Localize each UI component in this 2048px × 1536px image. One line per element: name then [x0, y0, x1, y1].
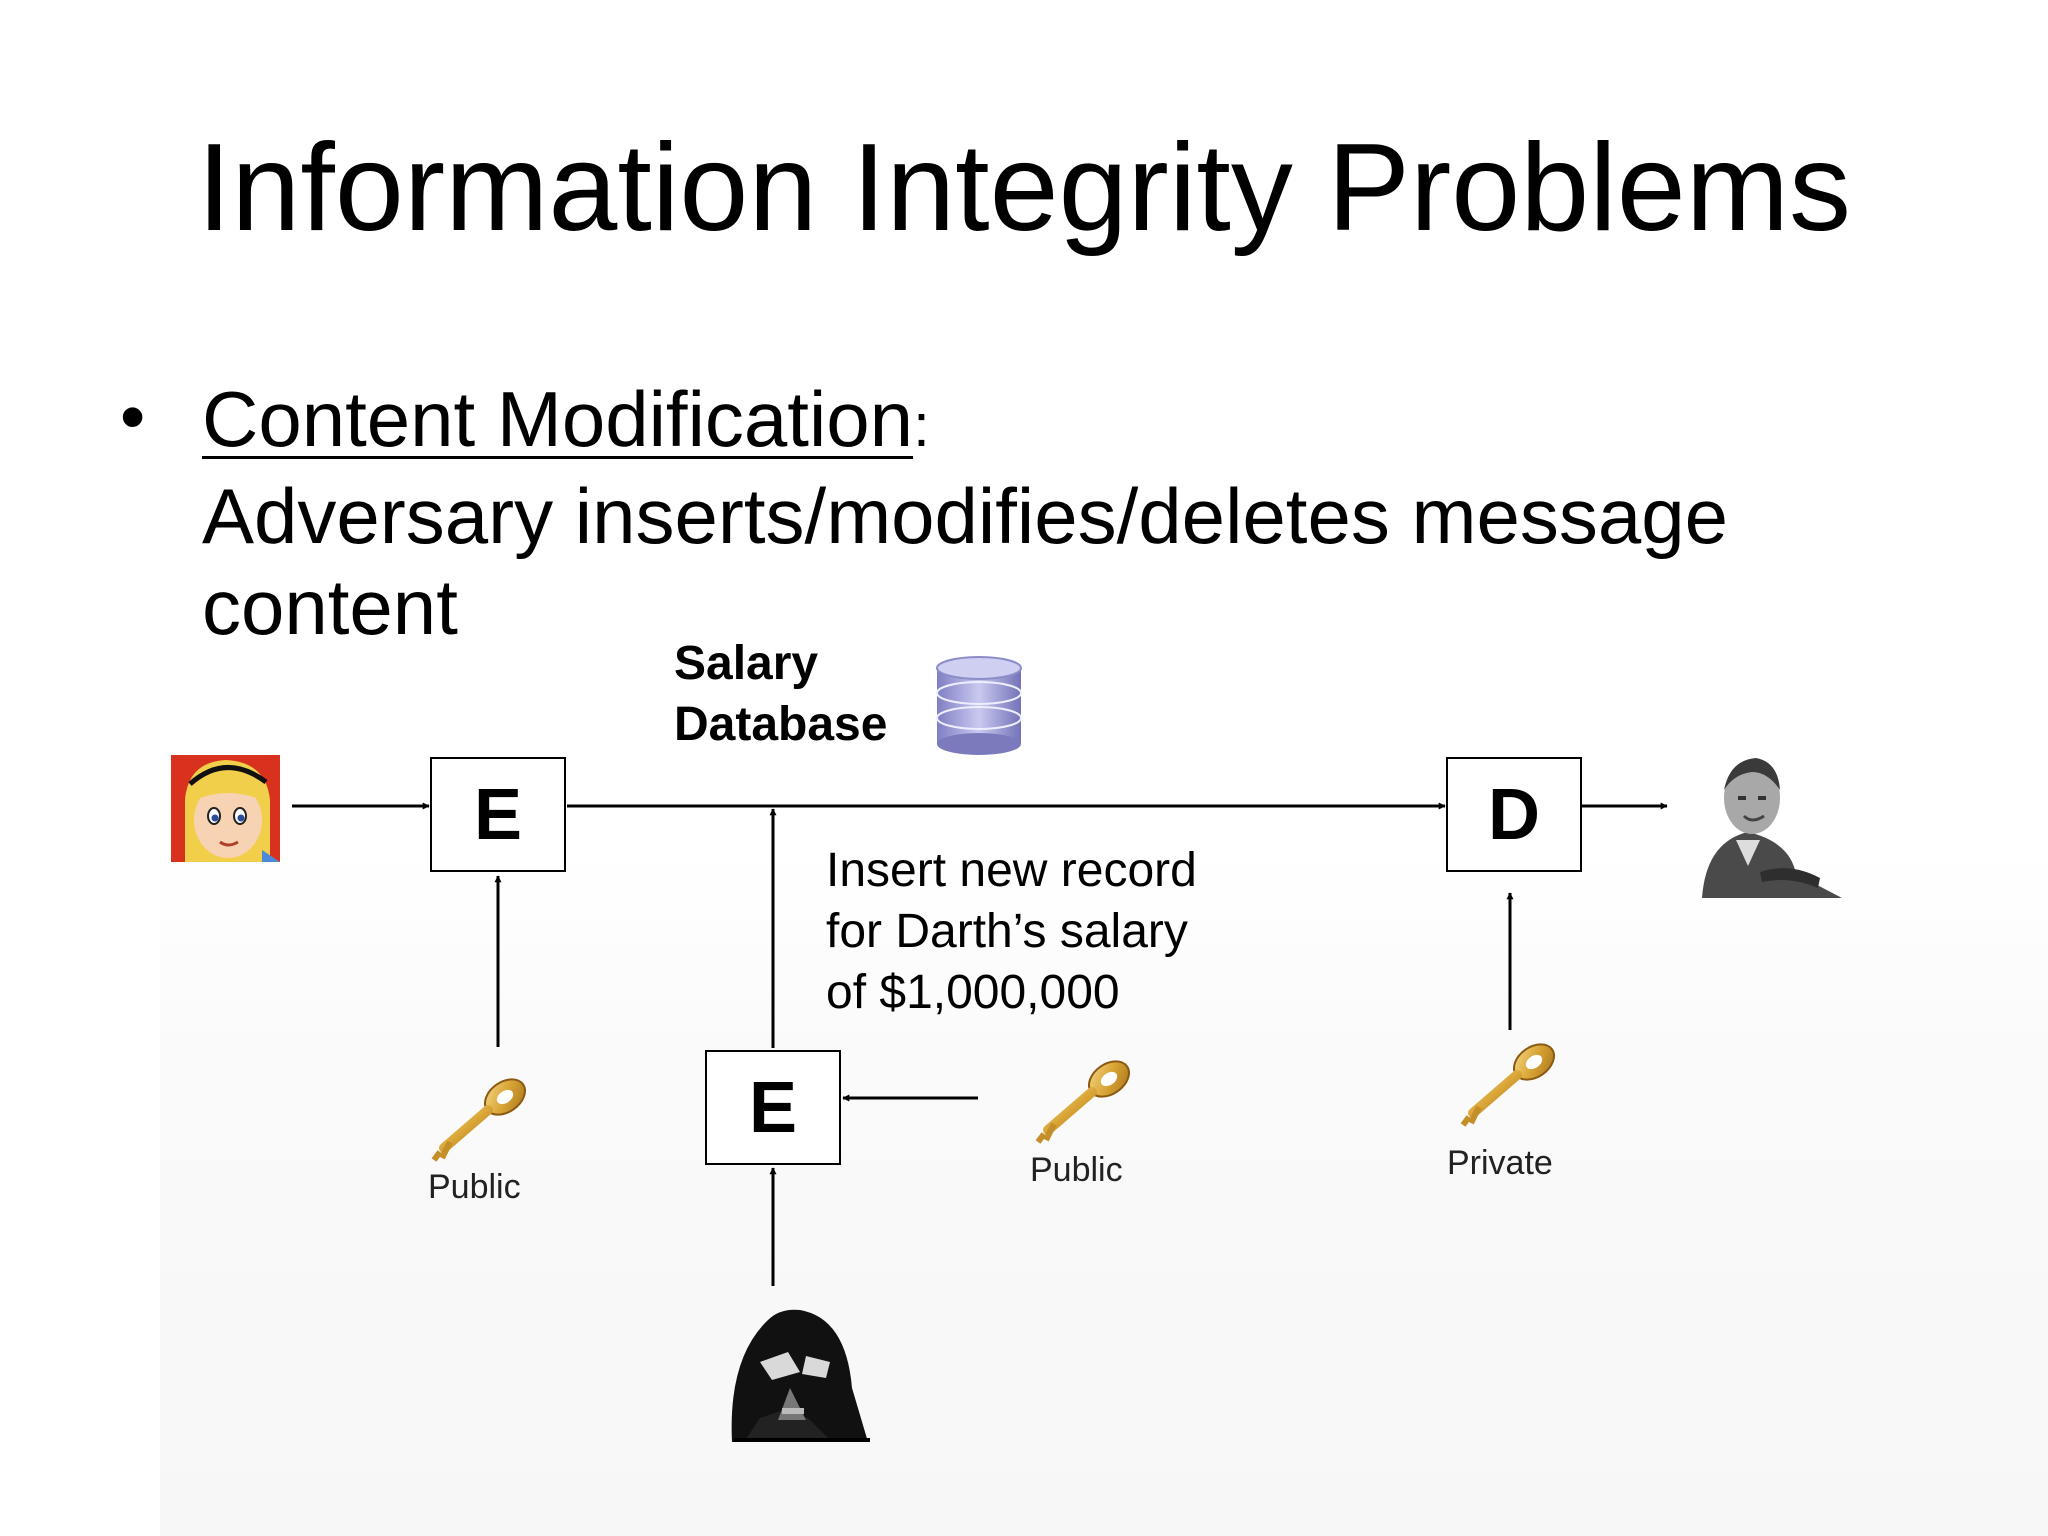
- diagram-background: [160, 850, 2048, 1536]
- key-label-right: Private: [1447, 1144, 1553, 1182]
- bullet-heading-line: Content Modification:: [202, 374, 1728, 471]
- man-portrait-icon: [1702, 758, 1842, 898]
- key-icon-middle: [1035, 1060, 1130, 1144]
- decrypt-box: D: [1446, 757, 1582, 872]
- key-icon-left: [431, 1078, 526, 1162]
- encrypt-box-bottom: E: [705, 1050, 841, 1165]
- bullet-line-1: Adversary inserts/modifies/deletes messa…: [202, 472, 1728, 560]
- bullet-marker: •: [120, 377, 146, 457]
- database-icon: [936, 656, 1022, 755]
- darth-vader-icon: [731, 1309, 870, 1442]
- key-label-left: Public: [428, 1168, 521, 1206]
- annotation-line-2: for Darth’s salary: [826, 905, 1188, 958]
- slide-title: Information Integrity Problems: [196, 119, 1852, 257]
- bullet-text: Content Modification: Adversary inserts/…: [202, 374, 1728, 653]
- injection-annotation: Insert new record for Darth’s salary of …: [826, 840, 1197, 1023]
- annotation-line-1: Insert new record: [826, 844, 1197, 897]
- encrypt-box-top: E: [430, 757, 566, 872]
- database-label: Salary Database: [674, 633, 887, 755]
- bullet-line-2: content: [202, 563, 458, 651]
- bullet-colon: :: [913, 392, 930, 459]
- bullet-heading: Content Modification: [202, 375, 914, 463]
- database-label-line-2: Database: [674, 698, 888, 751]
- annotation-line-3: of $1,000,000: [826, 966, 1120, 1019]
- alice-cartoon-icon: [171, 755, 280, 862]
- key-icon-right: [1460, 1043, 1555, 1127]
- key-label-middle: Public: [1030, 1151, 1123, 1189]
- database-label-line-1: Salary: [674, 637, 819, 690]
